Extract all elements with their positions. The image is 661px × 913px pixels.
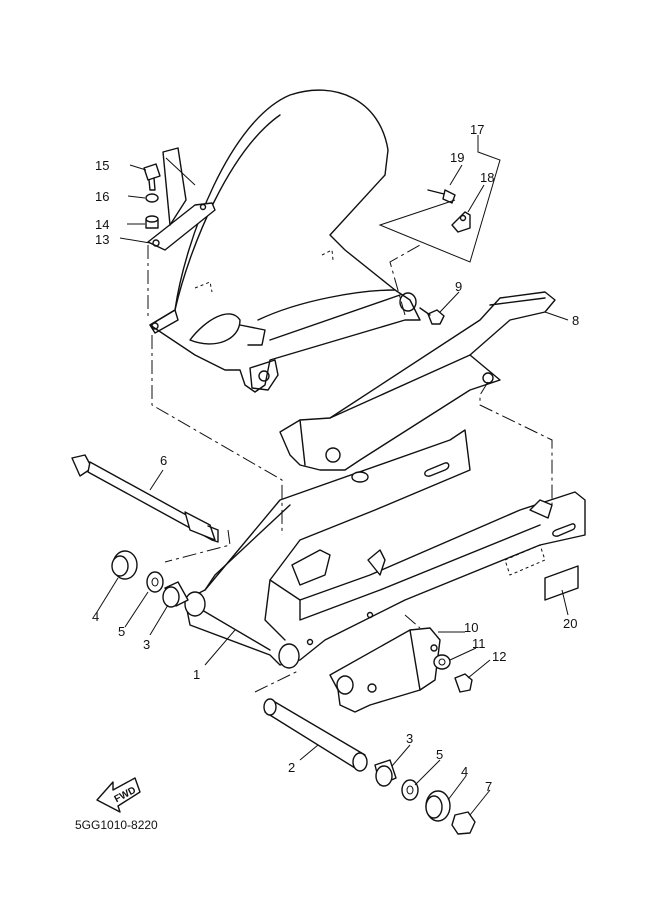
callout-11: 11 bbox=[472, 636, 486, 651]
callout-3-right: 3 bbox=[406, 731, 413, 746]
callout-numbers: 15 16 14 13 17 19 18 9 8 6 4 5 3 1 10 11… bbox=[92, 122, 579, 794]
callout-1: 1 bbox=[193, 667, 200, 682]
callout-20: 20 bbox=[563, 616, 577, 631]
leader-lines bbox=[96, 135, 569, 816]
rear-fender bbox=[149, 89, 421, 393]
callout-6: 6 bbox=[160, 453, 167, 468]
callout-16: 16 bbox=[95, 189, 109, 204]
nut-18 bbox=[451, 211, 471, 233]
bearing-4-right bbox=[425, 790, 451, 822]
pivot-shaft-6 bbox=[71, 454, 219, 543]
callout-8: 8 bbox=[572, 313, 579, 328]
callout-5-right: 5 bbox=[436, 747, 443, 762]
callout-14: 14 bbox=[95, 217, 109, 232]
diagram-code: 5GG1010-8220 bbox=[75, 818, 158, 832]
callout-4-left: 4 bbox=[92, 609, 99, 624]
chain-guard-8 bbox=[279, 291, 556, 471]
collar-3-right bbox=[374, 759, 397, 787]
washer-16 bbox=[145, 193, 159, 203]
callout-9: 9 bbox=[455, 279, 462, 294]
callout-17: 17 bbox=[470, 122, 484, 137]
callout-4-right: 4 bbox=[461, 764, 468, 779]
chain-slider-10 bbox=[329, 627, 441, 713]
fender-bracket-13 bbox=[147, 147, 216, 251]
callout-13: 13 bbox=[95, 232, 109, 247]
bearing-4-left bbox=[111, 550, 138, 580]
callout-19: 19 bbox=[450, 150, 464, 165]
callout-3-left: 3 bbox=[143, 637, 150, 652]
callout-7: 7 bbox=[485, 779, 492, 794]
collar-14 bbox=[145, 215, 159, 229]
rivet-19 bbox=[427, 189, 456, 204]
label-20 bbox=[544, 565, 579, 601]
callout-15: 15 bbox=[95, 158, 109, 173]
bolt-9 bbox=[419, 307, 445, 325]
bolt-12 bbox=[454, 673, 473, 693]
nut-7 bbox=[451, 811, 476, 835]
callout-12: 12 bbox=[492, 649, 506, 664]
bolt-15 bbox=[143, 163, 161, 191]
fwd-arrow-icon: FWD bbox=[96, 777, 141, 813]
callout-18: 18 bbox=[480, 170, 494, 185]
washer-5-right bbox=[401, 779, 419, 801]
assembly-lines bbox=[147, 244, 553, 693]
bushing-2 bbox=[263, 698, 368, 772]
swingarm-1 bbox=[184, 429, 586, 669]
callout-10: 10 bbox=[464, 620, 478, 635]
washer-11 bbox=[433, 654, 451, 670]
callout-5-left: 5 bbox=[118, 624, 125, 639]
callout-2: 2 bbox=[288, 760, 295, 775]
washer-5-left bbox=[146, 571, 164, 593]
collar-3-left bbox=[162, 581, 189, 608]
